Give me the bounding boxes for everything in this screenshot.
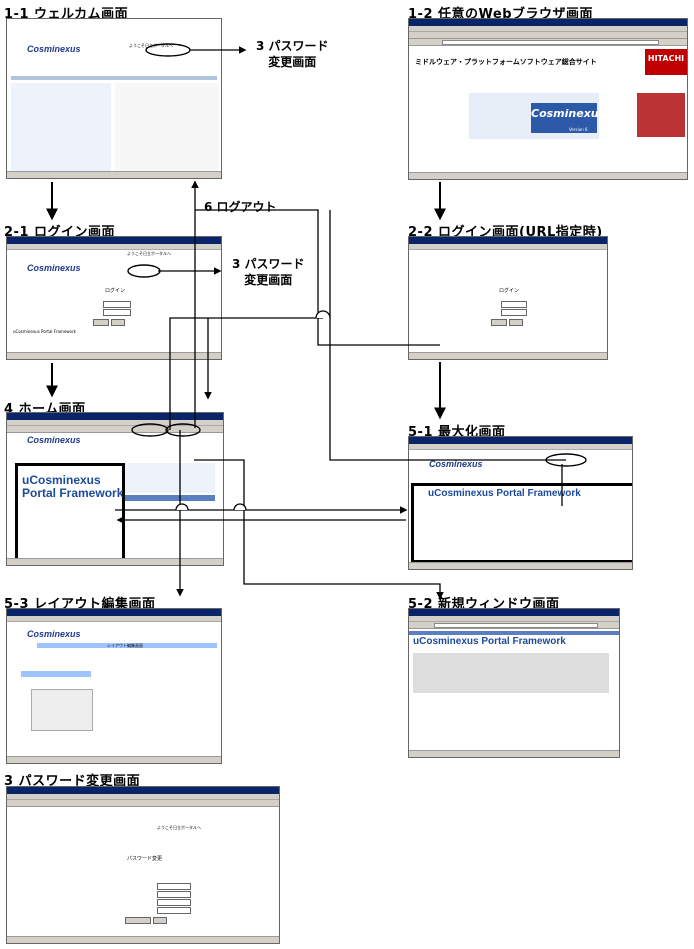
copyright-text: uCosminexus Portal Framework xyxy=(13,329,76,334)
login-title: ログイン xyxy=(105,288,126,294)
cosminexus-logo: Cosminexus xyxy=(429,459,483,469)
note-logout: 6 ログアウト xyxy=(204,200,277,214)
middleware-banner: ミドルウェア・プラットフォームソフトウェア総合サイト xyxy=(415,58,597,66)
portal-framework-title: uCosminexus Portal Framework xyxy=(428,488,581,499)
welcome-text: ようこそ日立ポータルへ xyxy=(157,825,201,830)
note-password-change-a: 3 パスワード 変更画面 xyxy=(256,39,329,69)
layout-edit-title: レイアウト編集画面 xyxy=(107,643,143,648)
welcome-text: ようこそ日立ポータルへ xyxy=(129,43,173,48)
cosminexus-logo: Cosminexus xyxy=(27,263,81,273)
version-text: Version 6 xyxy=(569,127,588,132)
crossing-bump-c xyxy=(233,503,247,511)
screenshot-layout-edit: Cosminexus レイアウト編集画面 xyxy=(6,608,222,764)
note-password-change-b: 3 パスワード 変更画面 xyxy=(232,257,305,287)
screenshot-password-change: ようこそ日立ポータルへ パスワード変更 xyxy=(6,786,280,944)
screenshot-login-url: ログイン xyxy=(408,236,608,360)
cosminexus-logo: Cosminexus xyxy=(27,629,81,639)
screenshot-maximize: Cosminexus uCosminexus Portal Framework xyxy=(408,436,633,570)
screenshot-home: Cosminexus uCosminexus Portal Framework xyxy=(6,412,224,566)
hitachi-logo: HITACHI xyxy=(645,49,687,75)
cosminexus-banner: Cosminexus xyxy=(531,103,605,133)
screenshot-any-browser: ミドルウェア・プラットフォームソフトウェア総合サイト HITACHI Cosmi… xyxy=(408,18,688,180)
welcome-text: ようこそ日立ポータルへ xyxy=(127,251,171,256)
cosminexus-logo: Cosminexus xyxy=(27,44,81,54)
portal-framework-title: uCosminexus Portal Framework xyxy=(413,636,566,647)
login-title: ログイン xyxy=(499,288,520,294)
screenshot-welcome: Cosminexus ようこそ日立ポータルへ xyxy=(6,18,222,179)
portal-framework-title: uCosminexus Portal Framework xyxy=(22,473,124,500)
crossing-bump-a xyxy=(315,310,331,319)
arrow-home-to-new-window xyxy=(194,459,444,600)
portal-framework-box: uCosminexus Portal Framework xyxy=(411,483,632,563)
portal-framework-box: uCosminexus Portal Framework xyxy=(15,463,125,561)
screenshot-login: Cosminexus ようこそ日立ポータルへ ログイン uCosminexus … xyxy=(6,236,222,360)
password-change-title: パスワード変更 xyxy=(127,856,163,862)
cosminexus-logo: Cosminexus xyxy=(27,435,81,445)
screenshot-new-window: uCosminexus Portal Framework xyxy=(408,608,620,758)
label-password-change-screen: 3 パスワード変更画面 xyxy=(4,774,141,789)
